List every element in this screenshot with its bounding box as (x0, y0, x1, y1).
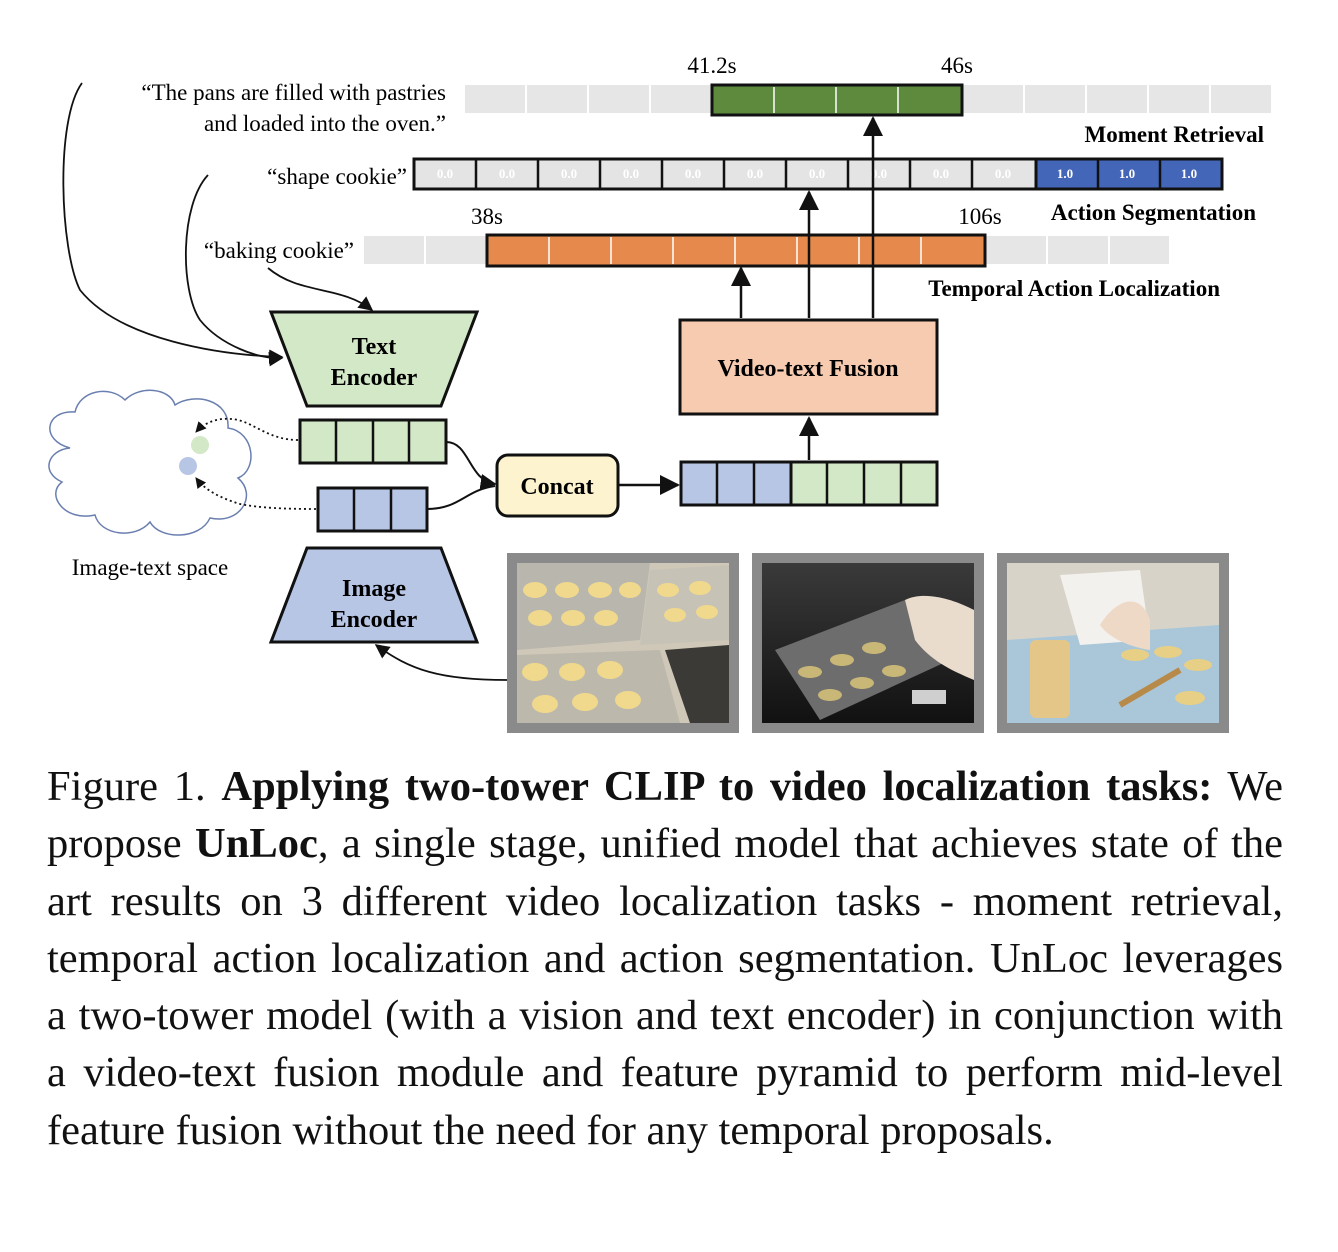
fused-tokens (679, 460, 939, 507)
query-pans-line2: and loaded into the oven.” (204, 111, 446, 136)
text-encoder-label-2: Encoder (331, 365, 418, 391)
text-encoder (268, 310, 480, 408)
video-text-fusion-block (678, 318, 939, 416)
moment-retrieval-segment (710, 83, 964, 117)
video-frame-1 (507, 553, 739, 733)
action-segmentation-bar: 0.0 0.0 0.0 0.0 0.0 0.0 0.0 0.0 0.0 0.0 1.0 1.0 1.0 (412, 157, 1224, 191)
segmentation-score-1: 0.0 (499, 166, 515, 181)
tal-segment (485, 233, 987, 268)
segmentation-score-8: 0.0 (933, 166, 949, 181)
query-baking-cookie: “baking cookie” (204, 238, 354, 263)
action-segmentation-label: Action Segmentation (1051, 200, 1256, 225)
mr-end-label: 46s (941, 53, 973, 78)
image-encoder-label-1: Image (342, 576, 406, 602)
image-text-space-cloud (48, 389, 252, 536)
figure-label: Figure 1. (47, 763, 206, 810)
mr-start-label: 41.2s (687, 53, 736, 78)
image-encoder (268, 546, 480, 644)
text-tokens (298, 418, 448, 465)
output-arrows (731, 116, 883, 318)
segmentation-score-2: 0.0 (561, 166, 577, 181)
embedding-arrows (195, 417, 317, 510)
concat-inputs (426, 441, 497, 510)
segmentation-score-5: 0.0 (747, 166, 763, 181)
image-encoder-label-2: Encoder (331, 607, 418, 633)
caption-text-1: We propose (47, 763, 1283, 868)
caption-unloc: UnLoc (195, 820, 318, 868)
query-shape-cookie: “shape cookie” (267, 164, 407, 189)
segmentation-score-4: 0.0 (685, 166, 701, 181)
frames-to-encoder-arrow (374, 644, 508, 681)
segmentation-score-9: 0.0 (995, 166, 1011, 181)
temporal-action-localization-bar (364, 233, 1169, 268)
tal-end-label: 106s (958, 204, 1002, 229)
video-text-fusion-label: Video-text Fusion (717, 356, 898, 382)
segmentation-score-10: 1.0 (1057, 166, 1073, 181)
segmentation-score-3: 0.0 (623, 166, 639, 181)
temporal-action-localization-label: Temporal Action Localization (928, 276, 1220, 301)
tal-start-label: 38s (471, 204, 503, 229)
moment-retrieval-bar (465, 83, 1271, 117)
segmentation-score-11: 1.0 (1119, 166, 1135, 181)
caption-title: Applying two-tower CLIP to video localiz… (221, 763, 1213, 810)
image-text-space-label: Image-text space (72, 555, 228, 580)
image-embedding-dot (179, 457, 197, 475)
concat-label: Concat (520, 474, 593, 500)
figure-caption: Figure 1. Applying two-tower CLIP to vid… (47, 758, 1283, 1159)
video-frame-2 (752, 553, 984, 733)
query-arrows (62, 82, 374, 367)
moment-retrieval-label: Moment Retrieval (1085, 122, 1264, 147)
text-encoder-label-1: Text (352, 334, 396, 360)
video-frame-3 (997, 553, 1229, 733)
query-pans-line1: “The pans are filled with pastries (141, 80, 446, 105)
segmentation-score-12: 1.0 (1181, 166, 1197, 181)
image-tokens (316, 486, 429, 533)
caption-text-2: , a single stage, unified model that ach… (47, 820, 1284, 1154)
segmentation-score-0: 0.0 (437, 166, 453, 181)
segmentation-score-7: 0.0 (871, 166, 887, 181)
segmentation-score-6: 0.0 (809, 166, 825, 181)
text-embedding-dot (191, 436, 209, 454)
